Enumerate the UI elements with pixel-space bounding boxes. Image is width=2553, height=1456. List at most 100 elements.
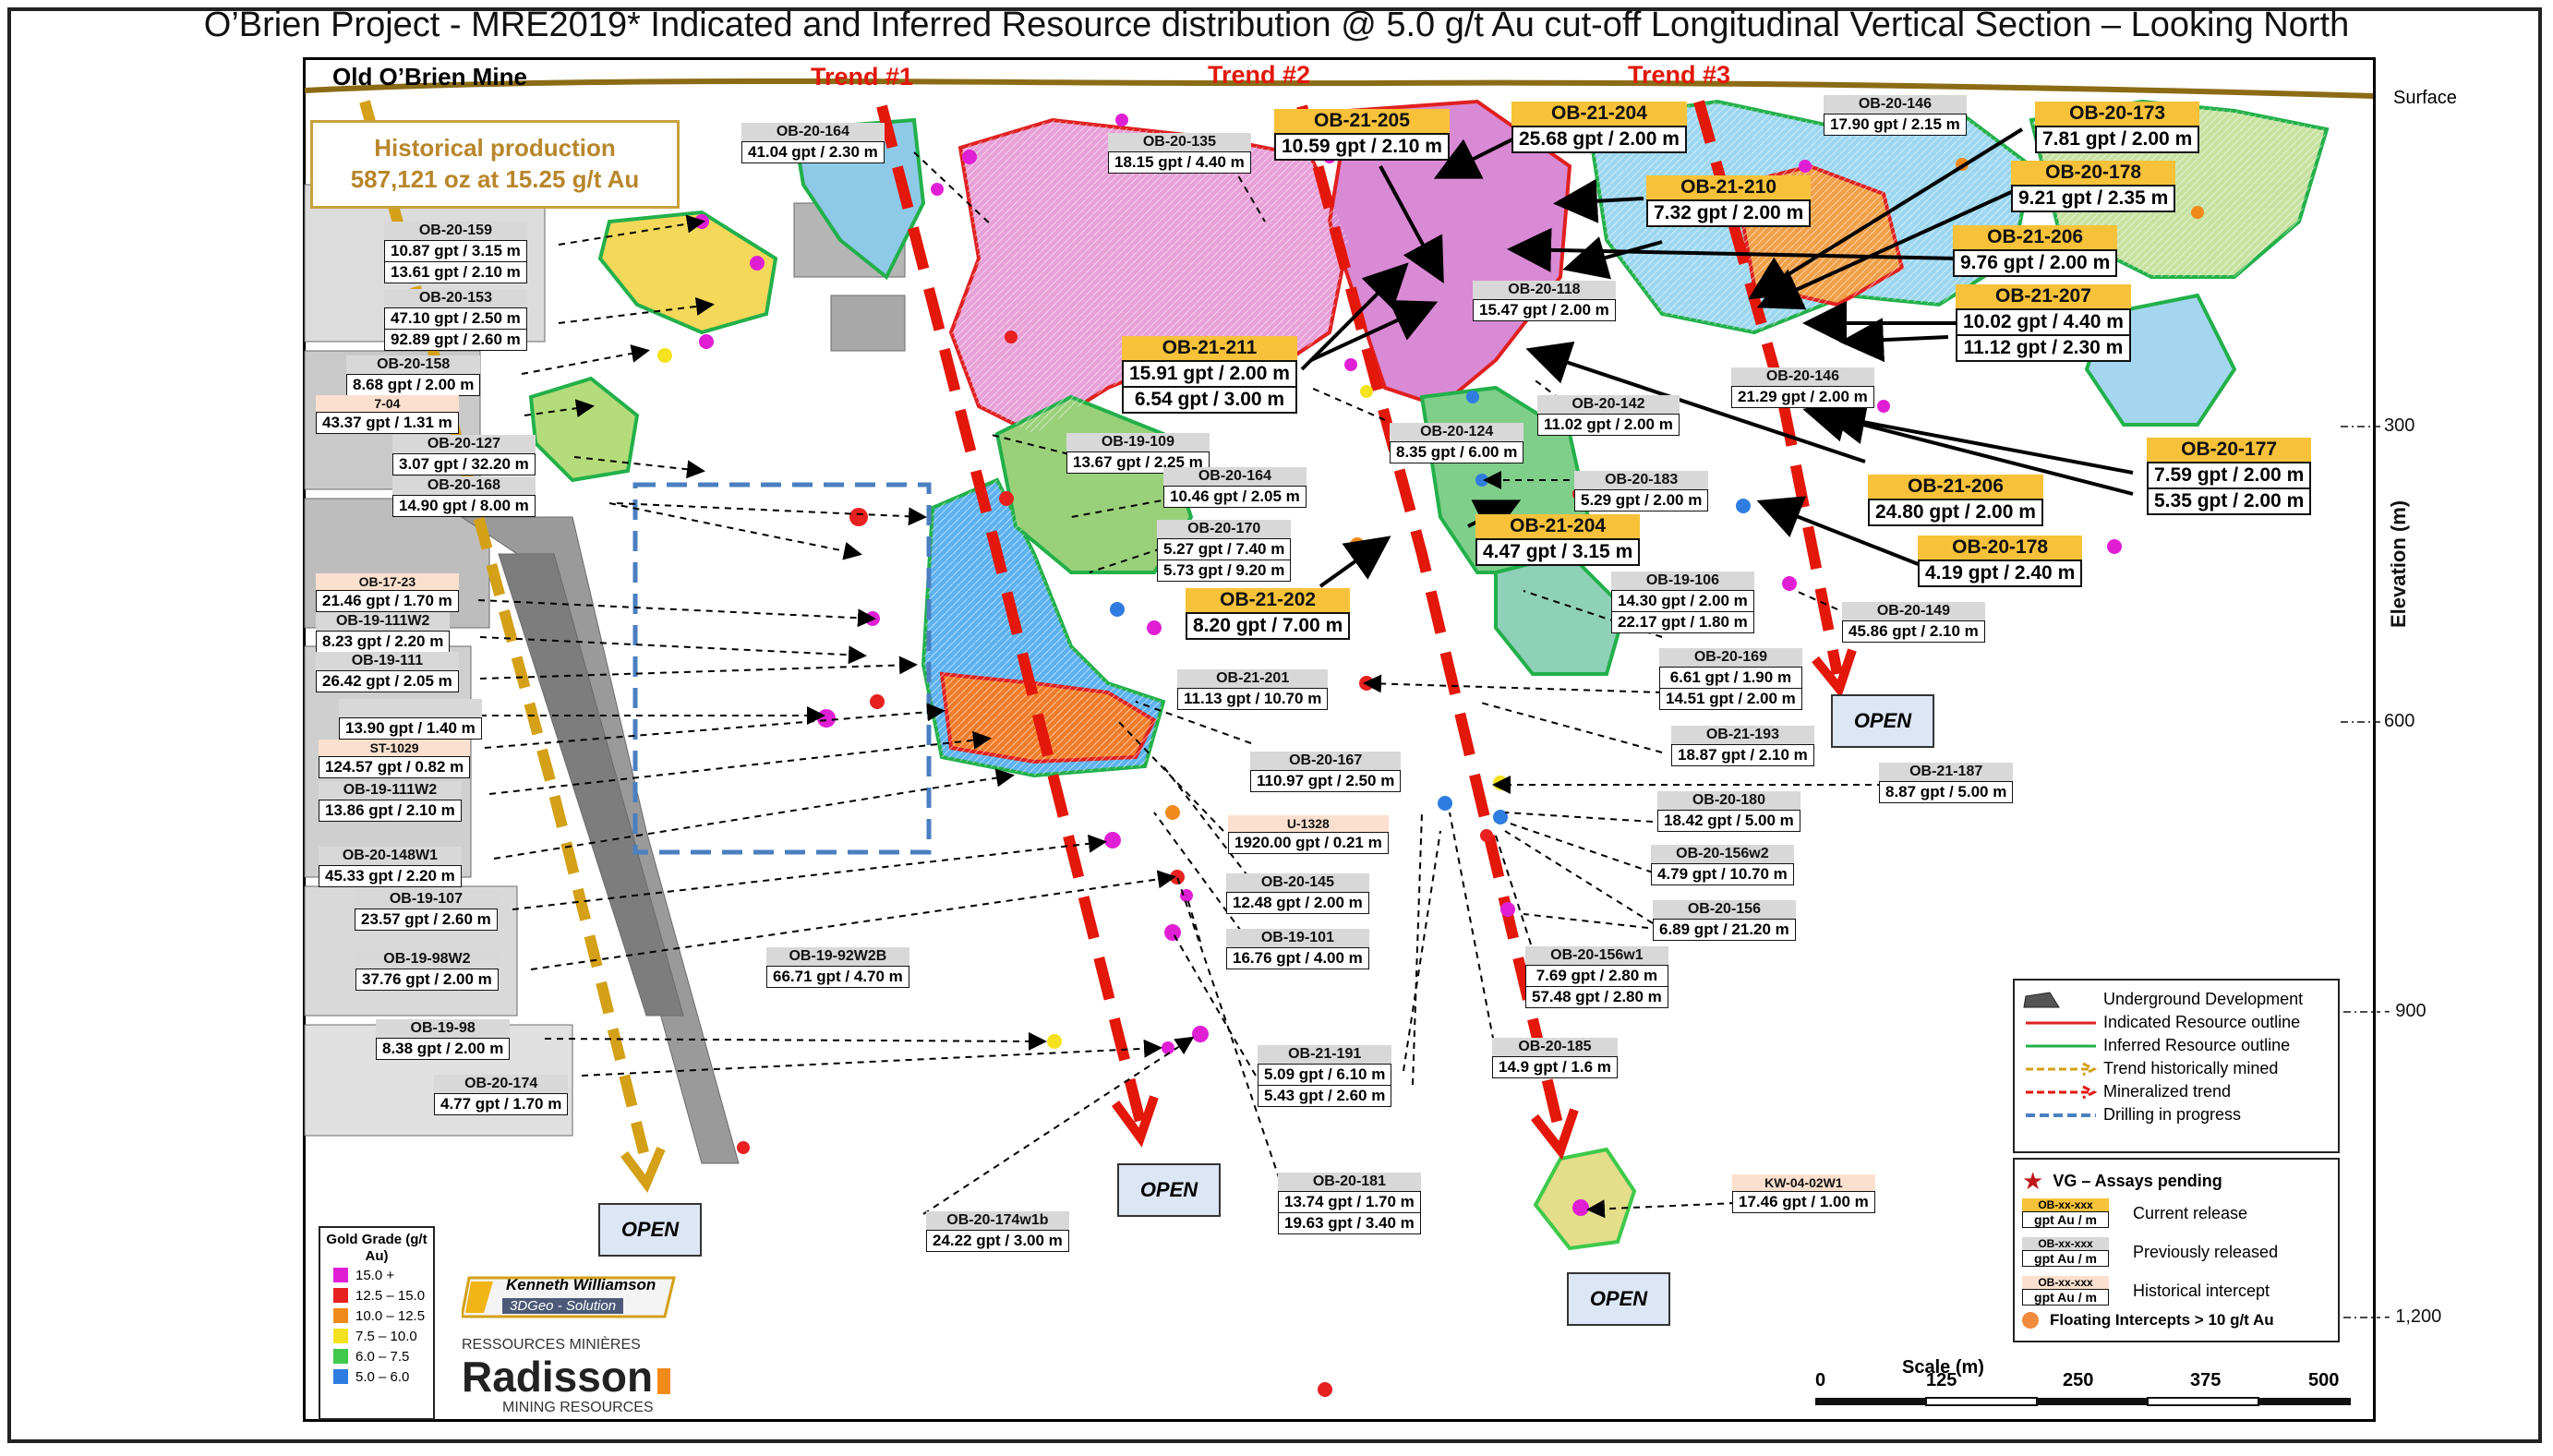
intercept-label: 13.90 gpt / 1.40 m bbox=[339, 699, 482, 740]
underground-development-icon bbox=[2023, 991, 2060, 1007]
intercept-hole-id: OB-19-109 bbox=[1066, 433, 1210, 451]
intercept-hole-id: OB-19-98W2 bbox=[355, 950, 499, 969]
intercept-hole-id: OB-20-174 bbox=[434, 1075, 569, 1093]
intercept-hole-id: OB-20-142 bbox=[1537, 395, 1680, 414]
intercept-value: 7.81 gpt / 2.00 m bbox=[2035, 126, 2200, 153]
intercept-hole-id: OB-21-206 bbox=[1953, 225, 2118, 249]
intercept-value: 8.23 gpt / 2.20 m bbox=[316, 631, 451, 653]
elevation-tick-300: 300 bbox=[2384, 415, 2415, 436]
intercept-hole-id: OB-20-180 bbox=[1657, 791, 1800, 810]
grade-legend-item: 5.0 – 6.0 bbox=[333, 1366, 433, 1387]
grade-legend-item: 6.0 – 7.5 bbox=[333, 1346, 433, 1366]
symbol-legend-item: Inferred Resource outline bbox=[2022, 1034, 2338, 1057]
open-label-trend1: OPEN bbox=[1117, 1163, 1221, 1217]
intercept-hole-id: OB-21-204 bbox=[1511, 102, 1687, 126]
grade-swatch bbox=[333, 1268, 348, 1282]
historical-intercept-swatch-value: gpt Au / m bbox=[2022, 1289, 2109, 1306]
symbol-legend-item: Mineralized trend bbox=[2022, 1080, 2338, 1103]
intercept-value: 47.10 gpt / 2.50 m bbox=[384, 307, 527, 330]
grade-swatch bbox=[333, 1349, 348, 1364]
symbol-legend-label: Indicated Resource outline bbox=[2103, 1013, 2301, 1031]
grade-legend-label: 15.0 + bbox=[355, 1267, 395, 1283]
intercept-value: 4.77 gpt / 1.70 m bbox=[434, 1093, 569, 1115]
previous-release-label: Previously released bbox=[2133, 1242, 2279, 1261]
scale-bar-graphic bbox=[1815, 1397, 2351, 1406]
elevation-tick-600: 600 bbox=[2384, 711, 2415, 731]
symbol-legend-item: Underground Development bbox=[2022, 988, 2338, 1011]
current-release-swatch: OB-xx-xxx gpt Au / m bbox=[2022, 1198, 2109, 1228]
intercept-value: 4.79 gpt / 10.70 m bbox=[1651, 863, 1794, 885]
mineralized-trend-1-arrowhead bbox=[1111, 1095, 1159, 1148]
intercept-value: 15.91 gpt / 2.00 m bbox=[1122, 360, 1297, 388]
legend-line-icon bbox=[2026, 1113, 2096, 1117]
trend-3-label: Trend #3 bbox=[1628, 61, 1731, 89]
intercept-value: 66.71 gpt / 4.70 m bbox=[766, 966, 909, 988]
grade-legend-item: 7.5 – 10.0 bbox=[333, 1326, 433, 1346]
release-legend-previous-row: OB-xx-xxx gpt Au / m Previously released bbox=[2022, 1237, 2278, 1267]
intercept-value: 10.46 gpt / 2.05 m bbox=[1163, 486, 1307, 508]
intercept-hole-id: OB-20-173 bbox=[2035, 102, 2200, 126]
previous-release-swatch-hole: OB-xx-xxx bbox=[2022, 1237, 2109, 1250]
radisson-top: RESSOURCES MINIÈRES bbox=[462, 1337, 641, 1353]
intercept-hole-id: OB-20-167 bbox=[1250, 752, 1402, 770]
radisson-logo: RESSOURCES MINIÈRES Radisson MINING RESO… bbox=[462, 1337, 683, 1418]
historical-production-line2: 587,121 oz at 15.25 g/t Au bbox=[350, 165, 640, 193]
intercept-hole-id: OB-19-106 bbox=[1611, 572, 1754, 590]
surface-label: Surface bbox=[2393, 88, 2457, 108]
legend-line-icon bbox=[2026, 1044, 2096, 1047]
grade-swatch bbox=[333, 1369, 348, 1384]
historical-production-box: Historical production 587,121 oz at 15.2… bbox=[310, 120, 680, 209]
intercept-value: 8.20 gpt / 7.00 m bbox=[1186, 612, 1351, 640]
intercept-hole-id: OB-20-178 bbox=[2011, 161, 2176, 185]
intercept-value: 37.76 gpt / 2.00 m bbox=[355, 969, 499, 991]
symbol-legend-label: Inferred Resource outline bbox=[2103, 1036, 2291, 1054]
intercept-value: 9.76 gpt / 2.00 m bbox=[1953, 249, 2118, 277]
intercept-hole-id: OB-20-158 bbox=[346, 355, 481, 374]
scale-tick-375: 375 bbox=[2190, 1370, 2222, 1390]
radisson-bottom: MINING RESOURCES bbox=[502, 1400, 654, 1415]
symbol-legend-label: Mineralized trend bbox=[2103, 1082, 2232, 1101]
legend-line-icon bbox=[2026, 1062, 2098, 1076]
symbol-legend-item: Trend historically mined bbox=[2022, 1057, 2338, 1080]
intercept-hole-id: OB-20-145 bbox=[1226, 873, 1369, 892]
historical-production-line1: Historical production bbox=[374, 134, 616, 162]
historical-intercept-swatch: OB-xx-xxx gpt Au / m bbox=[2022, 1276, 2109, 1306]
intercept-hole-id: OB-19-111 bbox=[316, 652, 459, 670]
intercept-value: 18.15 gpt / 4.40 m bbox=[1108, 151, 1251, 174]
previous-release-swatch: OB-xx-xxx gpt Au / m bbox=[2022, 1237, 2109, 1267]
intercept-hole-id: OB-21-187 bbox=[1879, 763, 2014, 781]
intercept-value: 43.37 gpt / 1.31 m bbox=[316, 412, 459, 434]
intercept-hole-id: KW-04-02W1 bbox=[1732, 1174, 1875, 1191]
intercept-hole-id: OB-19-101 bbox=[1226, 929, 1369, 947]
intercept-value: 10.87 gpt / 3.15 m bbox=[384, 240, 527, 262]
release-legend: ★ VG – Assays pending OB-xx-xxx gpt Au /… bbox=[2013, 1158, 2340, 1342]
intercept-value: 11.12 gpt / 2.30 m bbox=[1956, 336, 2131, 362]
grade-legend-label: 7.5 – 10.0 bbox=[355, 1328, 417, 1344]
kw-line2: 3DGeo - Solution bbox=[502, 1298, 624, 1314]
intercept-value: 8.87 gpt / 5.00 m bbox=[1879, 781, 2014, 803]
intercept-value: 25.68 gpt / 2.00 m bbox=[1511, 126, 1687, 153]
intercept-value: 5.43 gpt / 2.60 m bbox=[1258, 1086, 1392, 1107]
intercept-hole-id: OB-21-201 bbox=[1177, 669, 1329, 688]
intercept-value: 14.51 gpt / 2.00 m bbox=[1659, 689, 1802, 710]
elevation-axis-label: Elevation (m) bbox=[2387, 499, 2410, 628]
intercept-value: 110.97 gpt / 2.50 m bbox=[1250, 770, 1402, 792]
